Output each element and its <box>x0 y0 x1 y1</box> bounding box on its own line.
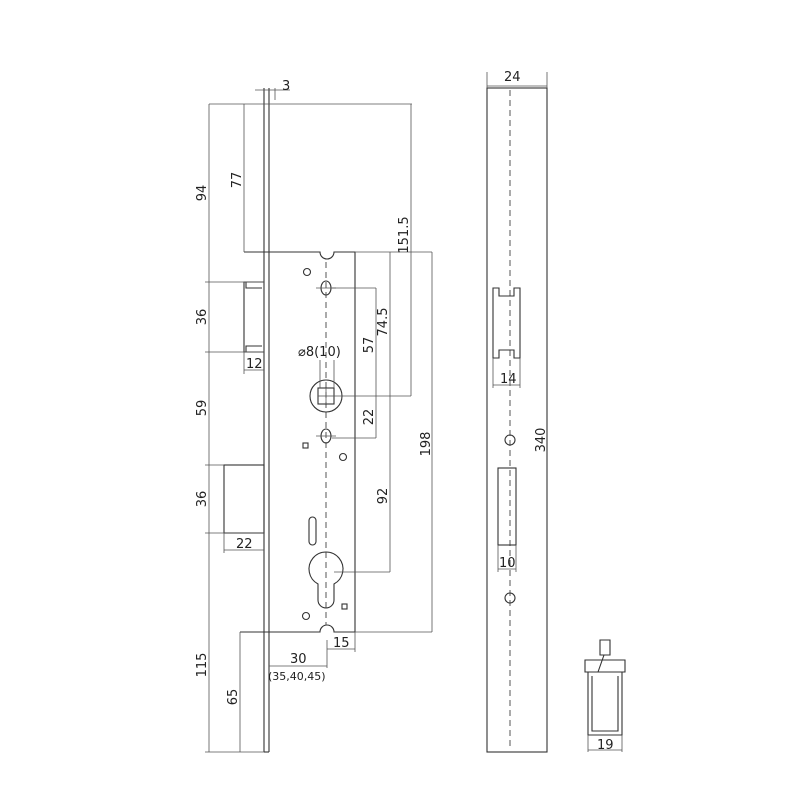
screw-hole <box>504 434 516 446</box>
dim-faceplate-thickness: 3 <box>282 79 290 94</box>
dim-65: 65 <box>226 689 241 706</box>
screw-hole <box>504 592 516 604</box>
latch-slot <box>492 287 521 359</box>
dim-22-spindle: 22 <box>362 409 377 426</box>
lock-case <box>240 251 356 633</box>
dim-spindle: ⌀8(10) <box>298 345 341 360</box>
dim-92: 92 <box>376 488 391 505</box>
dim-15: 15 <box>333 636 350 651</box>
dim-latch-slot: 14 <box>500 372 517 387</box>
lock-body-view: 3 94 77 151.5 74.5 57 ⌀8(10) 22 92 198 3… <box>195 79 434 753</box>
dim-198: 198 <box>419 432 434 457</box>
dim-115: 115 <box>195 653 210 678</box>
dim-151-5: 151.5 <box>397 216 412 253</box>
dim-strike-width: 24 <box>504 70 521 85</box>
dim-12: 12 <box>246 357 263 372</box>
dim-22-deadbolt: 22 <box>236 537 253 552</box>
cylinder-cutout <box>308 551 344 609</box>
dim-36-latch: 36 <box>195 309 210 326</box>
dim-59: 59 <box>195 400 210 417</box>
dim-77: 77 <box>230 172 245 189</box>
latch-bolt <box>243 281 264 353</box>
dim-backset-options: (35,40,45) <box>268 670 326 683</box>
deadbolt <box>223 464 265 534</box>
dim-94: 94 <box>195 185 210 202</box>
dim-deadbolt-slot: 10 <box>499 556 516 571</box>
keeper-part <box>584 639 626 736</box>
dim-74-5: 74.5 <box>376 308 391 337</box>
dim-57: 57 <box>362 337 377 354</box>
dim-strike-length: 340 <box>534 428 549 453</box>
strike-plate <box>486 87 548 753</box>
dim-36-deadbolt: 36 <box>195 491 210 508</box>
keeper-view: 19 <box>584 639 626 753</box>
dim-keeper-width: 19 <box>597 738 614 753</box>
deadbolt-slot <box>497 467 517 546</box>
dim-backset: 30 <box>290 652 307 667</box>
strike-plate-view: 24 340 14 10 <box>486 70 549 753</box>
